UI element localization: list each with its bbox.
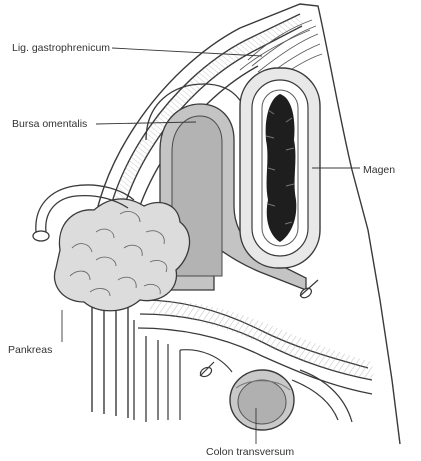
label-colon-transversum: Colon transversum (206, 446, 294, 458)
label-magen: Magen (363, 164, 395, 176)
stomach (240, 68, 320, 268)
stomach-lumen (266, 94, 297, 242)
label-pankreas: Pankreas (8, 344, 52, 356)
label-bursa-omentalis: Bursa omentalis (12, 118, 87, 130)
label-lig-gastrophrenicum: Lig. gastrophrenicum (12, 42, 110, 54)
colon-transversum (230, 370, 294, 430)
mesentery-band (150, 300, 374, 380)
pancreas (54, 199, 189, 311)
